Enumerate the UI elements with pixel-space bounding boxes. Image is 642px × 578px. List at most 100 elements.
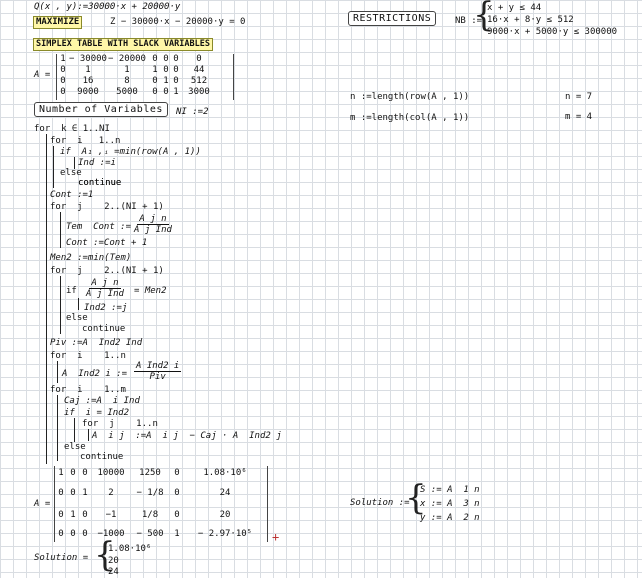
matrix-row: 0 0 1 2 − 1/8 0 24: [55, 488, 267, 499]
solution-def-line: S := A 1 n: [420, 485, 480, 495]
matrix-cell: 0: [70, 468, 76, 478]
matrix-cell: 1: [58, 468, 64, 478]
program-line: Piv :=A Ind2 Ind: [50, 338, 143, 348]
matrix-cell: 1: [152, 65, 158, 75]
matrix-cell: 0: [60, 87, 66, 97]
matrix-row: 0 1 0 −1 1/8 0 20: [55, 510, 267, 521]
program-line: Cont :=Cont + 1: [66, 238, 148, 248]
program-line: Ind2 :=j: [84, 303, 128, 313]
matrix-cell: 9000: [77, 87, 99, 97]
matrix-row: 0 16 8 0 1 0 512: [57, 76, 233, 87]
matrix-cell: 1: [82, 488, 88, 498]
program-bar: [88, 429, 89, 441]
matrix-cell: − 2.97·10⁵: [197, 529, 253, 539]
program-line: for i 1..m: [50, 385, 126, 395]
matrix-cell: 0: [58, 529, 64, 539]
program-bar: [60, 276, 61, 334]
matrix-cell: 0: [173, 54, 179, 64]
program-line: A Ind2 i :=: [62, 369, 128, 379]
matrix-cell: 1: [70, 510, 76, 520]
matrix-cell: 5000: [116, 87, 138, 97]
matrix-cell: 0: [152, 54, 158, 64]
matrix-cell: 1: [163, 76, 169, 86]
program-line: for j 2..(NI + 1): [50, 202, 164, 212]
solution-value: 20: [108, 556, 119, 566]
solution-brace: {: [405, 478, 427, 518]
matrix-row: 0 1 1 1 0 0 44: [57, 65, 233, 76]
matrix-cell: 0: [70, 488, 76, 498]
program-bar: [57, 361, 58, 383]
matrix-cell: 0: [58, 488, 64, 498]
program-line: for j 1..n: [82, 419, 158, 429]
program-line: else: [60, 168, 82, 178]
program-line: if i = Ind2: [64, 408, 130, 418]
program-bar: [60, 212, 61, 248]
matrix-row: 0 9000 5000 0 0 1 3000: [57, 87, 233, 98]
program-line: Caj :=A i Ind: [64, 396, 140, 406]
simplex-matrix: 1 − 30000 − 20000 0 0 0 0 0 1 1 1 0 0 44…: [56, 54, 234, 100]
fraction-numerator: A Ind2 i: [134, 361, 182, 372]
fraction-denominator: A j Ind: [86, 289, 124, 299]
matrix-cell: 0: [173, 65, 179, 75]
matrix-cell: 1: [85, 65, 91, 75]
matrix-cell: 0: [60, 76, 66, 86]
matrix-cell: 0: [174, 488, 180, 498]
program-bar: [46, 134, 47, 464]
m-value: m = 4: [565, 112, 593, 122]
fraction-numerator: A j n: [89, 278, 121, 289]
program-line: Men2 :=min(Tem): [50, 253, 132, 263]
matrix-cell: 1.08·10⁶: [203, 468, 247, 478]
restrictions-brace: {: [473, 0, 495, 35]
program-line: continue: [80, 452, 124, 462]
matrix-cell: 10000: [97, 468, 125, 478]
program-bar: [78, 298, 79, 310]
piv-fraction: A Ind2 i Piv: [134, 361, 182, 382]
maximize-label: MAXIMIZE: [33, 16, 83, 29]
matrix-row: 1 − 30000 − 20000 0 0 0 0: [57, 54, 233, 65]
solution-value: 1.08·10⁶: [108, 544, 152, 554]
number-of-variables-button[interactable]: Number of Variables: [34, 102, 168, 117]
fraction-numerator: A j n: [137, 214, 169, 225]
program-line: else: [64, 442, 86, 452]
program-line: A i j :=A i j − Caj · A Ind2 j: [92, 431, 282, 441]
matrix-row: 1 0 0 10000 1250 0 1.08·10⁶: [55, 468, 267, 479]
restriction-1: x + y ≤ 44: [487, 3, 542, 13]
simplex-table-heading: SIMPLEX TABLE WITH SLACK VARIABLES: [33, 38, 213, 51]
result-matrix-label: A =: [34, 499, 51, 509]
men-fraction: A j n A j Ind: [86, 278, 124, 299]
fraction-denominator: Piv: [149, 372, 166, 382]
matrix-cell: 0: [173, 76, 179, 86]
program-line: Cont :=1: [50, 190, 94, 200]
matrix-cell: − 20000: [108, 54, 146, 64]
solution-vector-label: Solution =: [34, 553, 89, 563]
objective-definition: Q(x , y):=30000·x + 20000·y: [34, 2, 181, 12]
matrix-cell: 0: [152, 76, 158, 86]
fraction-denominator: A j Ind: [134, 225, 172, 235]
program-bar: [74, 157, 75, 169]
program-bar: [57, 395, 58, 461]
matrix-cell: 0: [196, 54, 202, 64]
matrix-cell: 44: [193, 65, 205, 75]
program-line: continue: [78, 178, 122, 188]
program-line: continue: [78, 178, 122, 188]
restrictions-button[interactable]: RESTRICTIONS: [348, 11, 437, 26]
matrix-cell: 1: [173, 87, 179, 97]
restriction-2: 16·x + 8·y ≤ 512: [487, 15, 574, 25]
program-line: for i 1..n: [50, 136, 121, 146]
matrix-cell: 1250: [139, 468, 161, 478]
matrix-cell: − 1/8: [136, 488, 164, 498]
matrix-cell: − 500: [136, 529, 164, 539]
program-line: else: [66, 313, 88, 323]
matrix-row: 0 0 0 −1000 − 500 1 − 2.97·10⁵: [55, 529, 267, 540]
insertion-cursor[interactable]: +: [272, 530, 280, 544]
matrix-cell: 0: [70, 529, 76, 539]
n-definition: n :=length(row(A , 1)): [350, 92, 470, 102]
ni-definition: NI :=2: [176, 107, 209, 117]
program-line: Tem Cont :=: [66, 222, 132, 232]
matrix-cell: −1000: [97, 529, 125, 539]
matrix-cell: 8: [124, 76, 130, 86]
program-line: if: [66, 286, 77, 296]
matrix-cell: 1: [60, 54, 66, 64]
solution-definition-label: Solution :=: [350, 498, 410, 508]
program-line: for i 1..n: [50, 351, 126, 361]
